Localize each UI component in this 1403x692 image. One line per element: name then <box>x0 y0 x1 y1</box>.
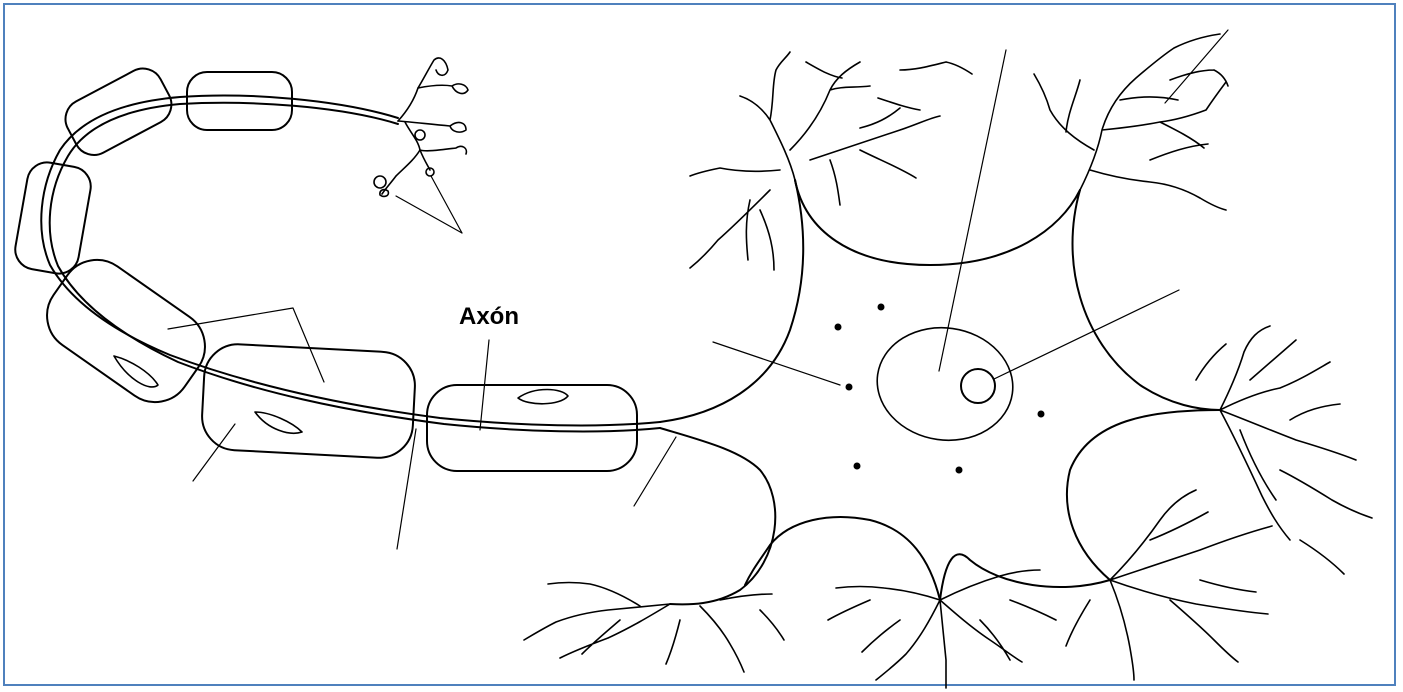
leader-node-ranvier <box>397 429 416 549</box>
soma-outline <box>745 180 1220 600</box>
leader-nissl <box>713 342 840 385</box>
leader-nucleus <box>939 50 1006 371</box>
axon-fiber <box>41 96 803 605</box>
schwann-cell-2 <box>58 62 178 163</box>
schwann-cell-6 <box>427 385 637 471</box>
nucleolus <box>961 369 995 403</box>
schwann-cell-1 <box>187 72 292 130</box>
leader-schwann-nucleus <box>193 424 235 481</box>
axon-label: Axón <box>459 305 519 329</box>
schwann-cell-3 <box>12 159 94 276</box>
leader-nucleolus <box>994 290 1179 379</box>
schwann-nuclei <box>114 356 568 433</box>
leader-axon-hillock <box>634 437 676 506</box>
axon-terminals <box>374 58 468 196</box>
nucleus <box>870 319 1020 449</box>
dendrites <box>524 34 1372 688</box>
